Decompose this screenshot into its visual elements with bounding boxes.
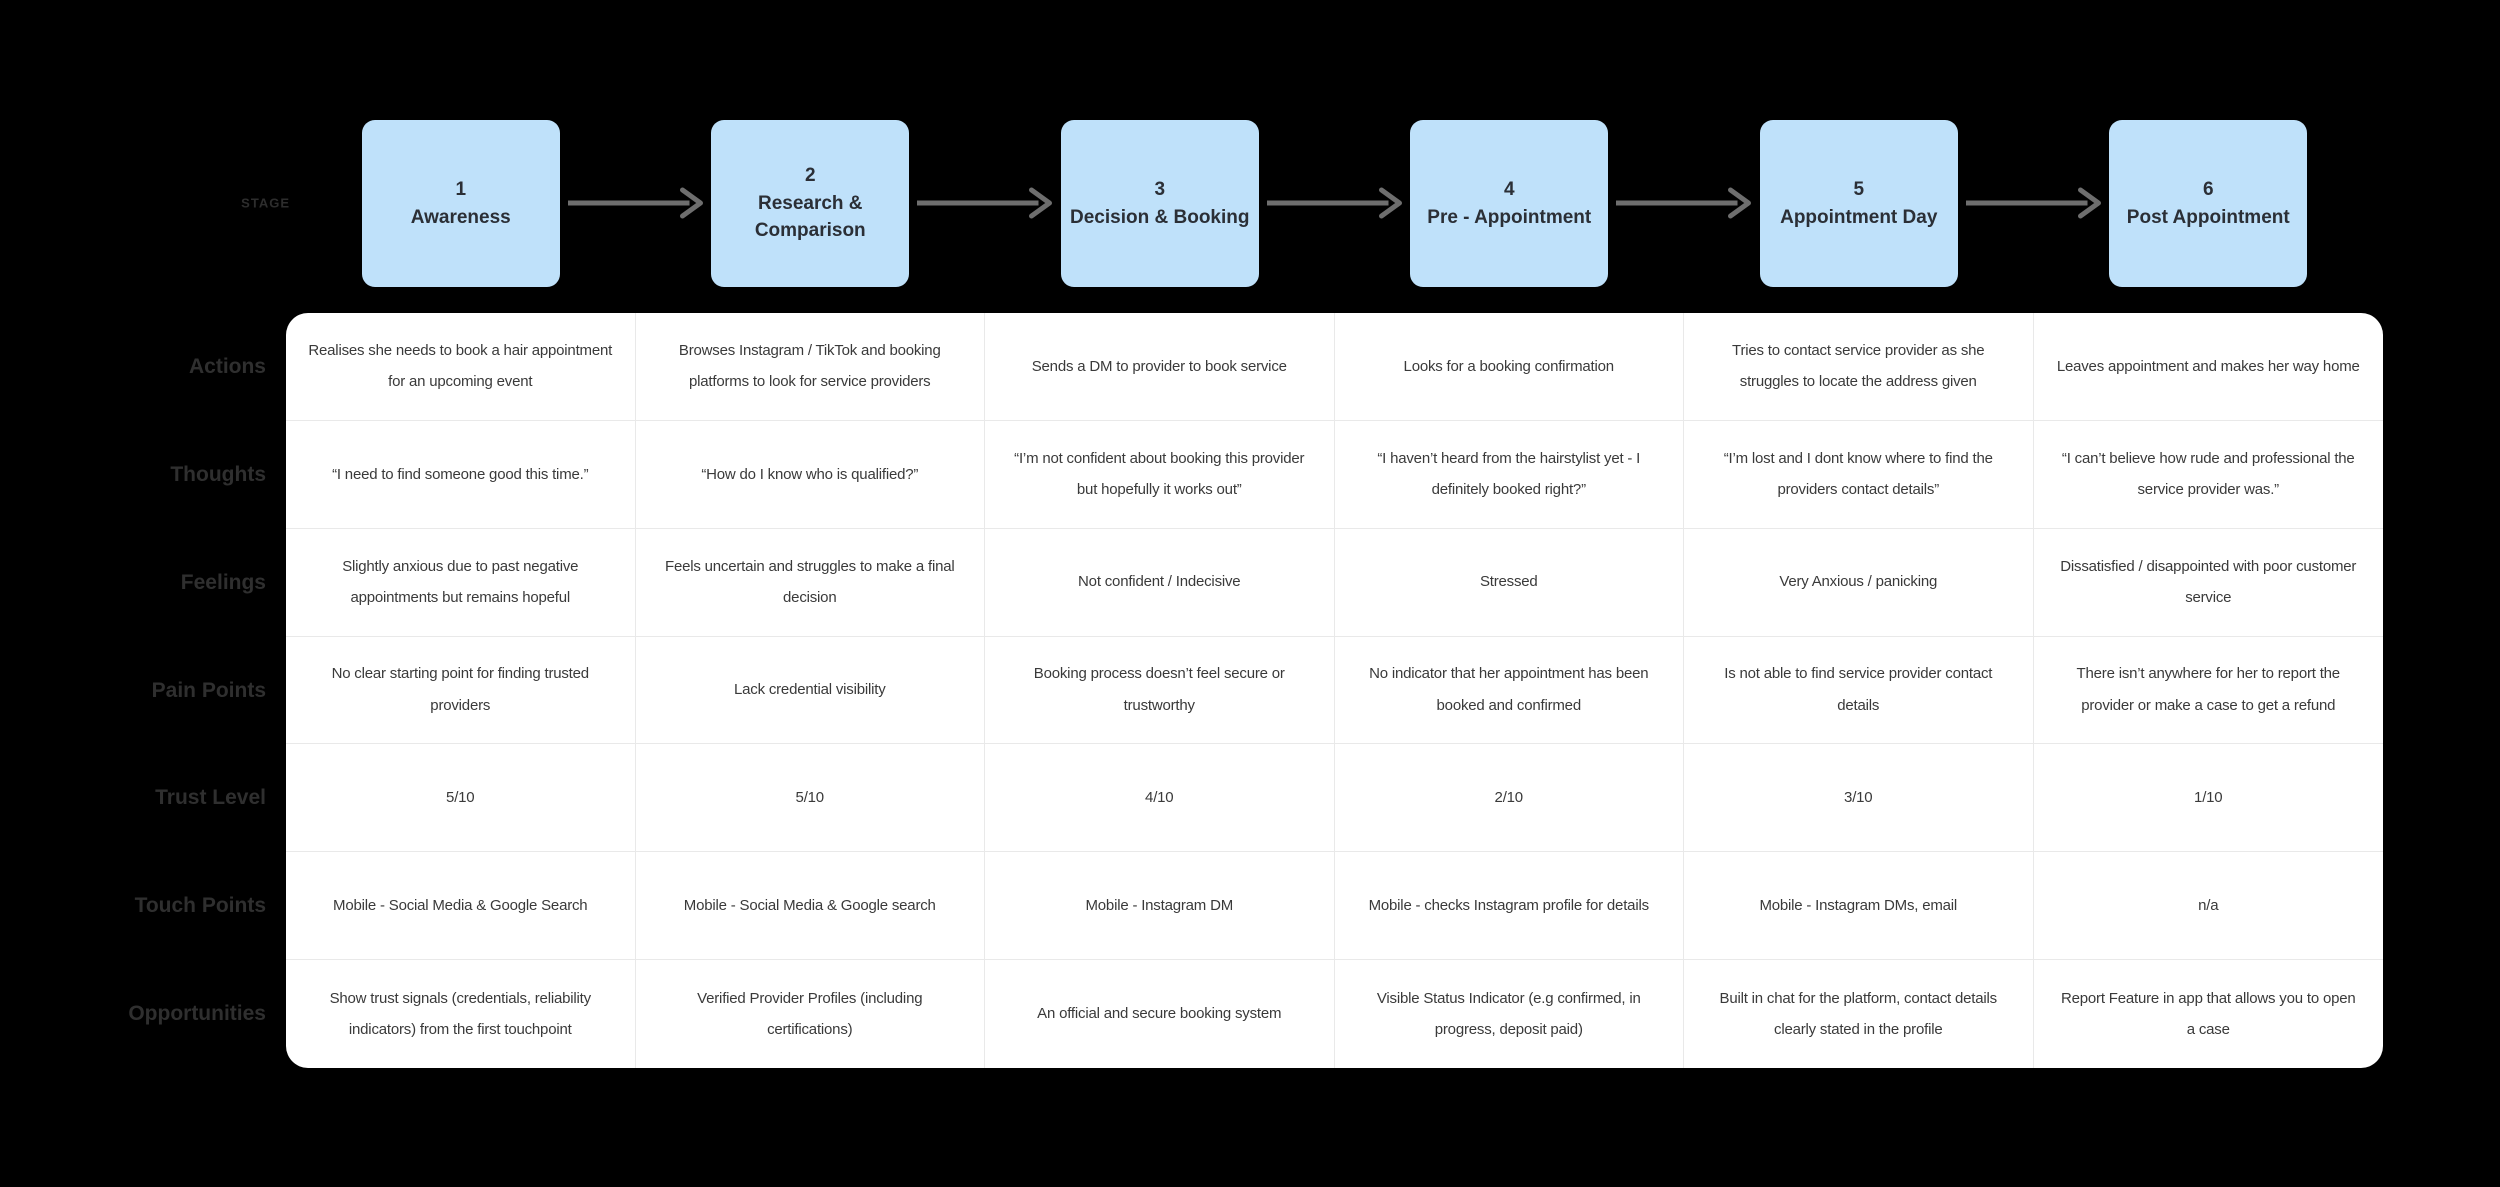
stage-number: 2 [804, 165, 816, 187]
cell-trust-level-stage-3: 4/10 [985, 744, 1335, 853]
cell-thoughts-stage-2: “How do I know who is qualified?” [635, 420, 985, 529]
arrow-right-icon [917, 187, 1053, 219]
cell-trust-level-stage-4: 2/10 [1334, 744, 1684, 853]
journey-table: Realises she needs to book a hair appoin… [286, 313, 2383, 1068]
cell-opportunities-stage-1: Show trust signals (credentials, reliabi… [286, 960, 636, 1068]
cell-feelings-stage-4: Stressed [1334, 528, 1684, 637]
stage-axis-label: STAGE [241, 195, 290, 211]
stage-name: Awareness [410, 206, 511, 228]
stage-name: Research & Comparison [754, 192, 866, 242]
cell-touch-points-stage-3: Mobile - Instagram DM [985, 852, 1335, 961]
arrow-right-icon [567, 187, 703, 219]
cell-feelings-stage-2: Feels uncertain and struggles to make a … [635, 528, 985, 637]
cell-touch-points-stage-6: n/a [2033, 852, 2383, 961]
stage-name: Decision & Booking [1070, 206, 1250, 228]
cell-pain-points-stage-2: Lack credential visibility [635, 636, 985, 745]
cell-opportunities-stage-2: Verified Provider Profiles (including ce… [636, 960, 985, 1068]
cell-trust-level-stage-2: 5/10 [635, 744, 985, 853]
cell-opportunities-stage-3: An official and secure booking system [985, 960, 1335, 1068]
cell-feelings-stage-1: Slightly anxious due to past negative ap… [286, 528, 636, 637]
cell-thoughts-stage-1: “I need to find someone good this time.” [286, 420, 636, 529]
cell-pain-points-stage-5: Is not able to find service provider con… [1684, 636, 2034, 745]
cell-actions-stage-5: Tries to contact service provider as she… [1684, 313, 2034, 421]
cell-thoughts-stage-6: “I can’t believe how rude and profession… [2033, 421, 2383, 529]
arrow-right-icon [1616, 187, 1752, 219]
cell-touch-points-stage-5: Mobile - Instagram DMs, email [1684, 852, 2034, 961]
cell-touch-points-stage-2: Mobile - Social Media & Google search [635, 852, 985, 961]
cell-actions-stage-4: Looks for a booking confirmation [1334, 313, 1684, 421]
arrow-right-icon [1965, 187, 2101, 219]
stage-name: Appointment Day [1780, 206, 1938, 228]
cell-actions-stage-6: Leaves appointment and makes her way hom… [2033, 313, 2383, 421]
cell-opportunities-stage-6: Report Feature in app that allows you to… [2060, 989, 2356, 1039]
cell-actions-stage-1: Realises she needs to book a hair appoin… [286, 313, 636, 421]
stage-number: 6 [2202, 178, 2214, 200]
cell-actions-stage-3: Sends a DM to provider to book service [985, 313, 1335, 421]
stage-number: 3 [1154, 178, 1166, 200]
row-label-feelings: Feelings [180, 570, 266, 594]
cell-pain-points-stage-4: No indicator that her appointment has be… [1334, 636, 1684, 745]
stage-name: Post Appointment [2126, 206, 2290, 228]
cell-touch-points-stage-4: Mobile - checks Instagram profile for de… [1334, 852, 1684, 961]
cell-trust-level-stage-1: 5/10 [286, 744, 636, 853]
cell-pain-points-stage-3: Booking process doesn’t feel secure or t… [985, 636, 1335, 745]
row-label-pain-points: Pain Points [151, 678, 266, 702]
stage-number: 4 [1503, 178, 1515, 200]
stage-name: Pre - Appointment [1427, 206, 1592, 228]
row-label-thoughts: Thoughts [170, 462, 266, 486]
cell-feelings-stage-6: Dissatisfied / disappointed with poor cu… [2033, 529, 2383, 637]
cell-thoughts-stage-4: “I haven’t heard from the hairstylist ye… [1334, 420, 1684, 529]
row-label-opportunities: Opportunities [128, 1002, 266, 1026]
cell-feelings-stage-5: Very Anxious / panicking [1684, 528, 2034, 637]
row-label-trust-level: Trust Level [155, 786, 266, 810]
cell-trust-level-stage-6: 1/10 [2033, 744, 2383, 853]
cell-thoughts-stage-3: “I’m not confident about booking this pr… [985, 420, 1335, 529]
cell-trust-level-stage-5: 3/10 [1684, 744, 2034, 853]
row-label-touch-points: Touch Points [134, 894, 266, 918]
cell-opportunities-stage-4: Visible Status Indicator (e.g confirmed,… [1335, 960, 1684, 1068]
cell-thoughts-stage-5: “I’m lost and I dont know where to find … [1684, 420, 2034, 529]
cell-actions-stage-2: Browses Instagram / TikTok and booking p… [635, 313, 985, 421]
stage-number: 1 [455, 178, 467, 200]
row-label-actions: Actions [188, 354, 266, 378]
cell-opportunities-stage-5: Built in chat for the platform, contact … [1684, 960, 2034, 1068]
cell-pain-points-stage-1: No clear starting point for finding trus… [286, 636, 636, 745]
cell-pain-points-stage-6: There isn’t anywhere for her to report t… [2033, 637, 2383, 745]
stage-number: 5 [1853, 178, 1865, 200]
cell-touch-points-stage-1: Mobile - Social Media & Google Search [286, 852, 636, 961]
arrow-right-icon [1266, 187, 1402, 219]
cell-feelings-stage-3: Not confident / Indecisive [985, 528, 1335, 637]
